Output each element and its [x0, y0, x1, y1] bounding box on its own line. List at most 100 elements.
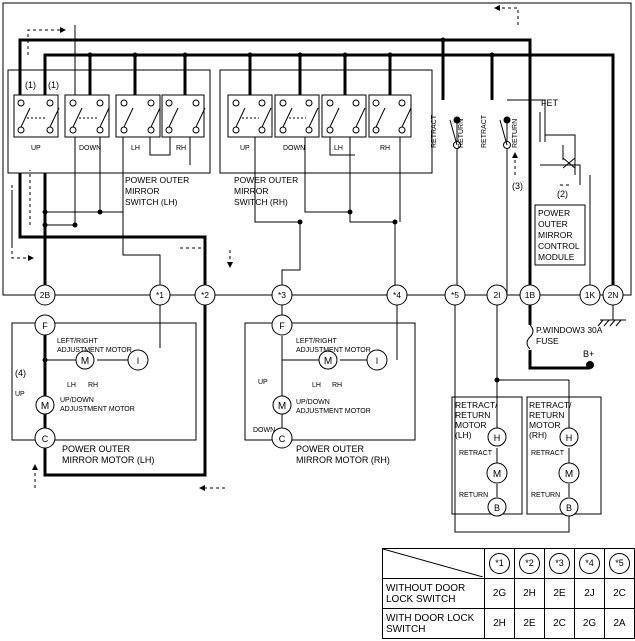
svg-text:RH: RH: [176, 145, 186, 152]
retract-return-motor-rh: H M B RETRACT/ RETURN MOTOR (RH) RETRACT…: [497, 379, 602, 517]
svg-text:FUSE: FUSE: [536, 336, 559, 346]
svg-text:RH: RH: [88, 382, 98, 389]
internal-wiring: [45, 25, 591, 295]
svg-text:POWER: POWER: [538, 208, 570, 218]
svg-text:LH: LH: [312, 382, 321, 389]
svg-text:I: I: [137, 356, 140, 366]
retract-return-switches: RETRACT RETURN RETRACT RETURN: [431, 114, 519, 149]
svg-text:*5: *5: [451, 290, 459, 300]
svg-text:B: B: [566, 503, 572, 513]
svg-text:I: I: [376, 356, 379, 366]
table-cell: 2E: [544, 578, 575, 609]
power-outer-mirror-control-module: POWER OUTER MIRROR CONTROL MODULE: [534, 204, 586, 266]
svg-text:UP/DOWN: UP/DOWN: [60, 397, 94, 404]
svg-text:UP: UP: [240, 145, 250, 152]
svg-text:OUTER: OUTER: [538, 219, 568, 229]
svg-text:ADJUSTMENT MOTOR: ADJUSTMENT MOTOR: [57, 347, 132, 354]
table-cell: 2C: [604, 578, 635, 609]
current-flow-arrows: [11, 7, 570, 489]
svg-text:M: M: [565, 469, 573, 480]
svg-text:FET: FET: [541, 98, 559, 108]
svg-text:RETURN: RETURN: [459, 492, 488, 499]
svg-text:RH: RH: [332, 382, 342, 389]
svg-text:M: M: [41, 401, 49, 412]
flow-step-4: (4): [15, 368, 26, 378]
svg-text:MIRROR: MIRROR: [538, 230, 572, 240]
flow-step-3: (3): [512, 181, 523, 191]
table-corner: [382, 548, 485, 579]
retract-common-wire: [454, 305, 570, 533]
svg-text:DOWN: DOWN: [283, 145, 305, 152]
svg-text:*1: *1: [156, 290, 164, 300]
flow-arrowheads: [28, 5, 518, 491]
svg-text:MOTOR: MOTOR: [529, 420, 560, 430]
power-outer-mirror-motor-rh: F C I M M LEFT/RIGHT ADJUSTMENT MOTOR LH…: [244, 305, 416, 465]
svg-text:RETRACT: RETRACT: [481, 114, 488, 148]
svg-text:RH: RH: [380, 145, 390, 152]
svg-text:LH: LH: [131, 145, 140, 152]
svg-text:*3: *3: [278, 290, 286, 300]
table-cell: 2H: [484, 608, 515, 639]
svg-text:MIRROR: MIRROR: [234, 186, 268, 196]
ground-symbol: [597, 305, 626, 327]
svg-text:1B: 1B: [525, 290, 536, 300]
table-cell: 2C: [544, 608, 575, 639]
svg-text:P.WINDOW3 30A: P.WINDOW3 30A: [536, 325, 603, 335]
svg-text:M: M: [324, 356, 332, 367]
svg-text:DOWN: DOWN: [79, 145, 101, 152]
svg-text:C: C: [279, 434, 286, 444]
svg-text:MIRROR: MIRROR: [125, 186, 159, 196]
svg-text:M: M: [493, 469, 501, 480]
table-cell: 2A: [604, 608, 635, 639]
svg-text:RETRACT/: RETRACT/: [455, 400, 498, 410]
svg-text:2I: 2I: [493, 290, 500, 300]
svg-text:UP/DOWN: UP/DOWN: [296, 399, 330, 406]
table-header: *4: [574, 548, 605, 579]
svg-text:POWER OUTER: POWER OUTER: [234, 175, 298, 185]
svg-text:(LH): (LH): [455, 430, 472, 440]
svg-text:MOTOR: MOTOR: [455, 420, 486, 430]
svg-text:LH: LH: [334, 145, 343, 152]
table-cell: 2G: [574, 608, 605, 639]
table-header: *2: [514, 548, 545, 579]
svg-text:MIRROR MOTOR (RH): MIRROR MOTOR (RH): [296, 455, 390, 465]
battery-positive: B+: [583, 349, 594, 369]
svg-text:RETURN: RETURN: [458, 119, 465, 148]
svg-text:POWER OUTER: POWER OUTER: [62, 444, 131, 454]
svg-text:POWER OUTER: POWER OUTER: [296, 444, 365, 454]
svg-text:H: H: [566, 433, 573, 443]
terminal-row: 2B *1 *2 *3 *4 *5 2I 1B 1K 2N: [34, 284, 624, 306]
power-outer-mirror-switch-lh: UP DOWN LH RH POWER OUTER MIRROR SWITCH …: [7, 69, 211, 207]
svg-text:1K: 1K: [585, 290, 596, 300]
svg-text:B+: B+: [583, 349, 594, 359]
svg-text:LH: LH: [67, 382, 76, 389]
svg-text:SWITCH (LH): SWITCH (LH): [125, 197, 178, 207]
svg-text:UP: UP: [31, 145, 41, 152]
svg-text:UP: UP: [15, 391, 25, 398]
svg-text:LEFT/RIGHT: LEFT/RIGHT: [296, 338, 338, 345]
svg-text:UP: UP: [258, 379, 268, 386]
svg-text:ADJUSTMENT MOTOR: ADJUSTMENT MOTOR: [60, 406, 135, 413]
junction-dots: [42, 37, 500, 383]
svg-text:MODULE: MODULE: [538, 252, 575, 262]
svg-text:RETURN: RETURN: [531, 492, 560, 499]
table-header: *5: [604, 548, 635, 579]
table-cell: 2E: [514, 608, 545, 639]
svg-text:F: F: [42, 321, 48, 331]
svg-text:B: B: [494, 503, 500, 513]
flow-step-2: (2): [557, 189, 568, 199]
svg-text:RETURN: RETURN: [529, 410, 564, 420]
table-cell: 2J: [574, 578, 605, 609]
svg-text:F: F: [279, 321, 285, 331]
svg-text:POWER OUTER: POWER OUTER: [125, 175, 189, 185]
retract-return-motor-lh: H M B RETRACT/ RETURN MOTOR (LH) RETRACT…: [451, 305, 523, 517]
table-cell: 2H: [514, 578, 545, 609]
table-header: *3: [544, 548, 575, 579]
flow-step-1b: (1): [48, 80, 59, 90]
svg-text:*4: *4: [393, 290, 401, 300]
